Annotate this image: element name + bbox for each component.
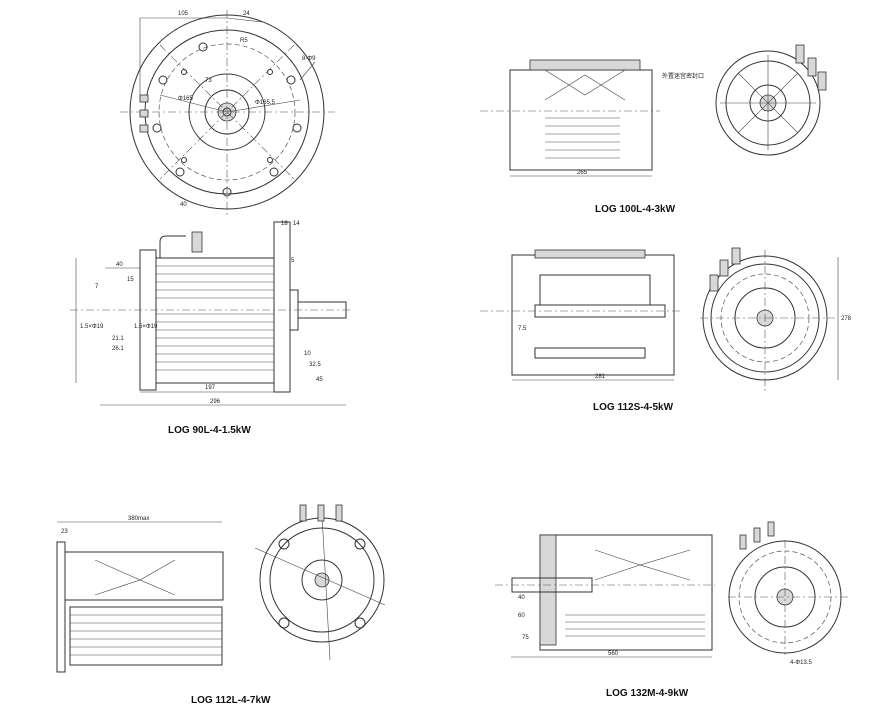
m5-dim-length: 560 [608, 651, 619, 657]
caption-m1: LOG 90L-4-1.5kW [168, 425, 251, 436]
dim-73: 73 [205, 78, 212, 84]
m2-note: 外置迷宫密封口 [662, 72, 704, 80]
m5-dim-60: 60 [518, 613, 525, 619]
dim-32-5: 32.5 [309, 362, 321, 368]
m2-dim-length: 265 [577, 170, 588, 176]
dim-holes: 8-Φ9 [302, 56, 316, 62]
dim-10: 10 [304, 351, 311, 357]
dim-197: 197 [205, 385, 216, 391]
caption-m3: LOG 112S-4-5kW [593, 402, 674, 413]
caption-m4: LOG 112L-4-7kW [191, 695, 271, 706]
m3-dim-7-5: 7.5 [518, 326, 527, 332]
dim-296: 296 [210, 399, 221, 405]
dim-21-1: 21.1 [112, 336, 124, 342]
dim-r5: R5 [240, 38, 248, 44]
m3-dim-length: 281 [595, 374, 606, 380]
dim-24: 24 [243, 11, 250, 17]
dim-key-right: 1.5×Φ19 [134, 324, 158, 330]
dim-105: 105 [178, 11, 189, 17]
dim-26-1: 26.1 [112, 346, 124, 352]
dim-40: 40 [180, 202, 187, 208]
dim-14: 14 [293, 221, 300, 227]
dim-18: 18 [281, 221, 288, 227]
m4-dim-length: 380max [128, 516, 149, 522]
m5-dim-40: 40 [518, 595, 525, 601]
dim-5: 5 [291, 258, 295, 264]
caption-m5: LOG 132M-4-9kW [606, 688, 689, 699]
dim-phi1655: Φ165.5 [255, 100, 275, 106]
m5-dim-75: 75 [522, 635, 529, 641]
dim-7: 7 [95, 284, 99, 290]
m1-end-view: 105 24 R5 8-Φ9 Φ165 Φ165.5 73 40 [120, 10, 335, 215]
m4-drawing: 380max 23 LOG 112L-4-7kW [56, 504, 386, 706]
dim-45: 45 [316, 377, 323, 383]
dim-key-left: 1.5×Φ19 [80, 324, 104, 330]
m4-dim-23: 23 [61, 529, 68, 535]
caption-m2: LOG 100L-4-3kW [595, 204, 676, 215]
m5-dim-holes: 4-Φ13.5 [790, 660, 812, 666]
dim-40-side: 40 [116, 262, 123, 268]
m3-dim-height: 278 [841, 316, 852, 322]
dim-phi165: Φ165 [178, 96, 193, 102]
m1-side-view: 197 296 40 15 7 21.1 26.1 10 32.5 45 18 … [70, 221, 350, 436]
dim-15: 15 [127, 277, 134, 283]
m3-drawing: 281 7.5 278 LOG 112S-4-5kW [480, 247, 852, 413]
m5-drawing: 560 40 60 75 4-Φ13.5 LOG 132M-4-9kW [495, 521, 850, 699]
m2-drawing: 265 外置迷宫密封口 LOG 100L-4-3kW [480, 44, 827, 215]
